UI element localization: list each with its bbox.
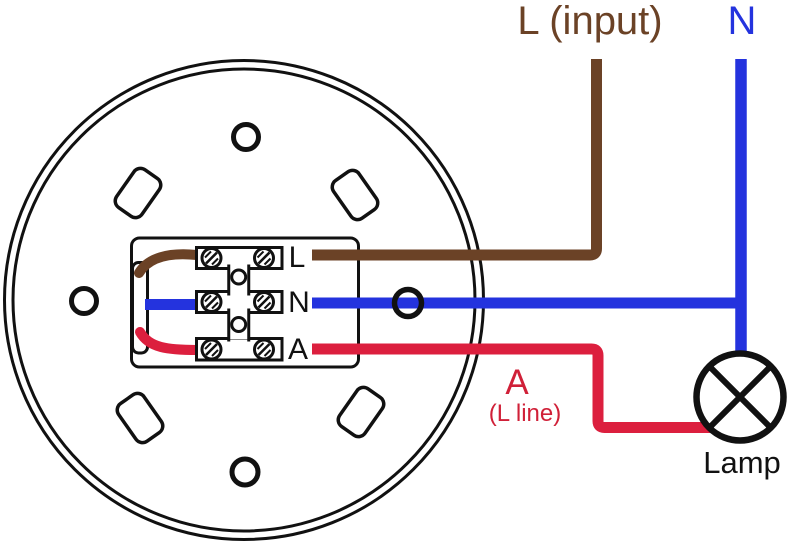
screw-terminal-icon bbox=[253, 338, 275, 361]
screw-terminal-icon bbox=[200, 291, 223, 313]
mounting-hole-right bbox=[391, 286, 425, 320]
n-supply-label: N bbox=[728, 0, 757, 43]
knockout-slot-top-right bbox=[330, 168, 380, 222]
screw-terminal-icon bbox=[253, 291, 275, 313]
lamp-symbol-icon bbox=[693, 350, 787, 444]
a-output-sub-label: (L line) bbox=[489, 400, 561, 427]
mounting-hole-bottom bbox=[229, 456, 261, 488]
terminal-a-label: A bbox=[288, 333, 308, 366]
terminal-n-label: N bbox=[288, 286, 310, 319]
terminal-l-label: L bbox=[289, 241, 306, 274]
knockout-slot-bottom-right bbox=[336, 385, 386, 439]
l-input-label: L (input) bbox=[517, 0, 662, 43]
a-output-label: A bbox=[505, 363, 529, 402]
internal-red-wire bbox=[135, 327, 202, 355]
knockout-slot-top-left bbox=[113, 166, 163, 220]
screw-terminal-icon bbox=[253, 247, 275, 269]
lamp-label: Lamp bbox=[703, 445, 781, 480]
red-switched-live-wire bbox=[312, 343, 712, 433]
terminal-connector-channel-1 bbox=[227, 264, 251, 296]
brown-live-wire bbox=[312, 59, 602, 261]
mounting-hole-left bbox=[69, 286, 99, 316]
knockout-slot-bottom-left bbox=[115, 391, 165, 445]
screw-terminal-icon bbox=[200, 338, 223, 361]
terminal-connector-channel-2 bbox=[227, 308, 251, 342]
mounting-hole-top bbox=[231, 122, 261, 152]
screw-terminal-icon bbox=[200, 247, 223, 269]
internal-brown-wire bbox=[134, 249, 202, 278]
